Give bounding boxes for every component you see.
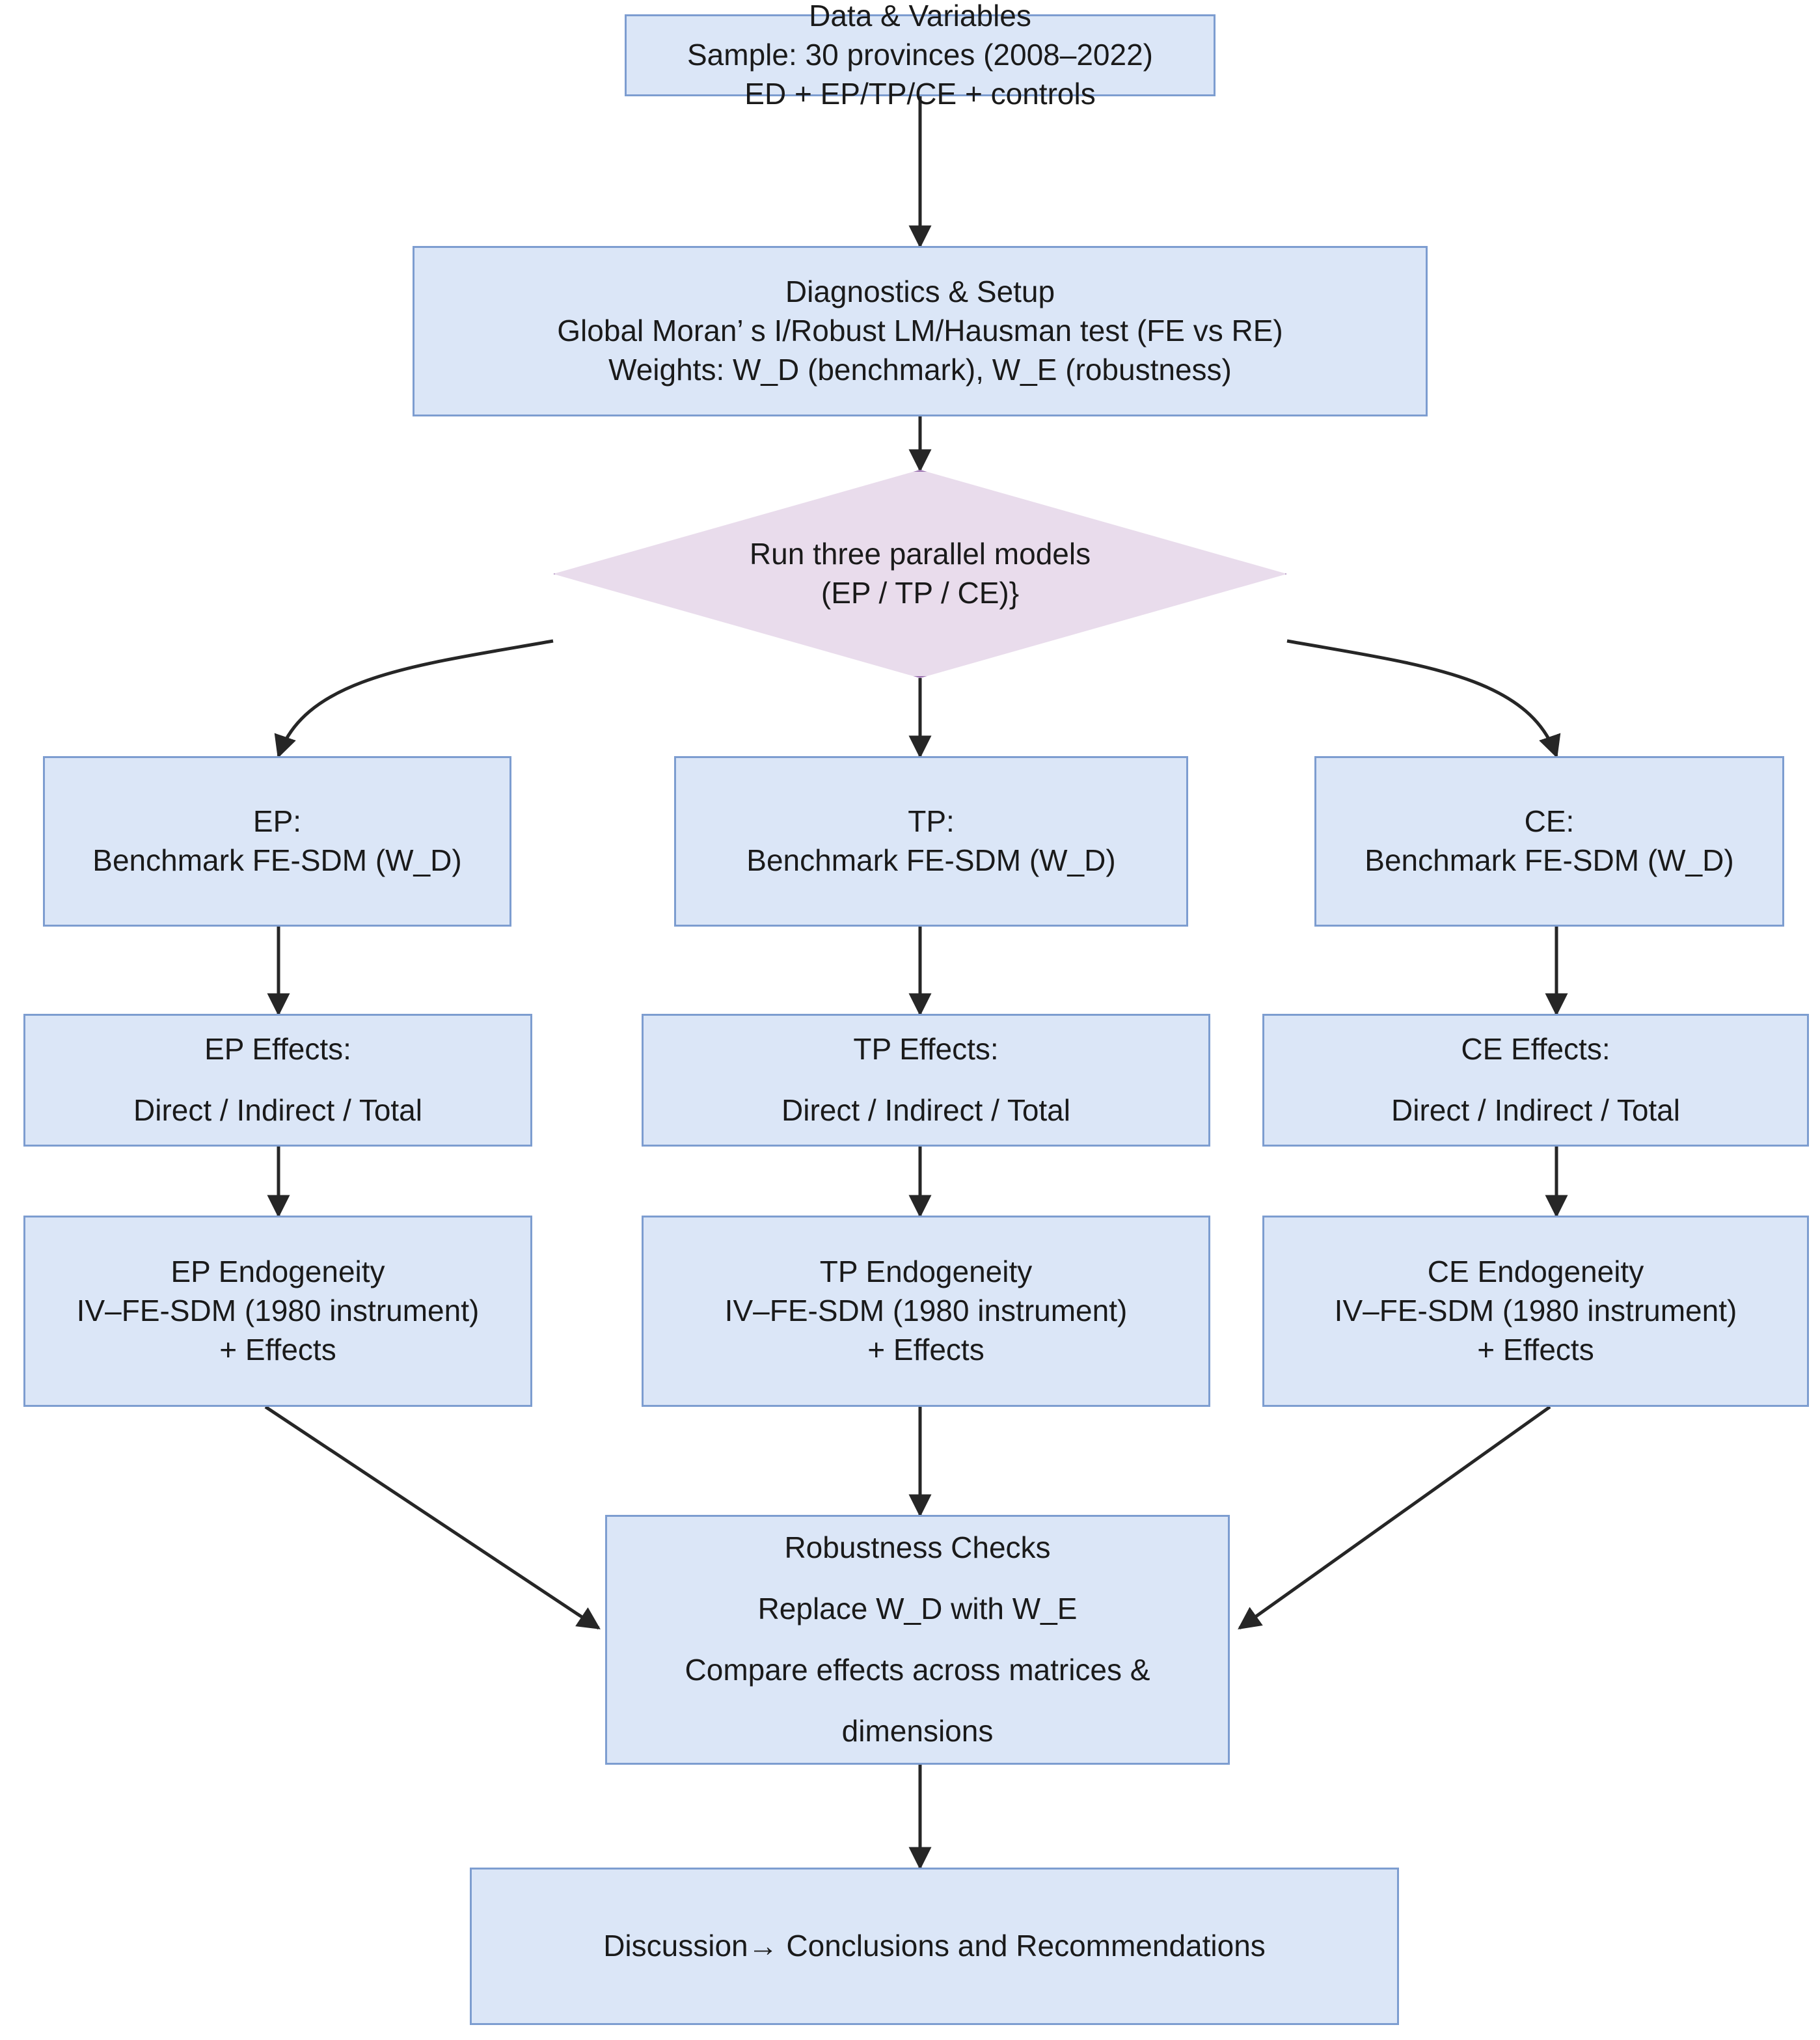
edge-models-to-ep (274, 639, 554, 759)
node-line: CE: (1524, 804, 1575, 839)
node-line: Benchmark FE-SDM (W_D) (1365, 843, 1734, 877)
node-line: IV–FE-SDM (1980 instrument) (76, 1294, 480, 1328)
node-line: Weights: W_D (benchmark), W_E (robustnes… (608, 352, 1232, 387)
node-line: TP: (908, 804, 955, 839)
node-line: Discussion→ Conclusions and Recommendati… (603, 1929, 1266, 1963)
node-line: EP Effects: (204, 1032, 351, 1067)
node-line: TP Endogeneity (819, 1255, 1033, 1289)
node-diagnostics-setup[interactable]: Diagnostics & Setup Global Moran’ s I/Ro… (413, 246, 1428, 416)
node-line: IV–FE-SDM (1980 instrument) (1334, 1294, 1737, 1328)
node-conclusions[interactable]: Discussion→ Conclusions and Recommendati… (470, 1868, 1399, 2025)
node-line: Benchmark FE-SDM (W_D) (92, 843, 462, 877)
node-data-variables[interactable]: Data & Variables Sample: 30 provinces (2… (625, 0, 1216, 111)
node-tp-benchmark[interactable]: TP: Benchmark FE-SDM (W_D) (674, 756, 1188, 927)
node-ce-benchmark[interactable]: CE: Benchmark FE-SDM (W_D) (1314, 756, 1784, 927)
node-tp-effects[interactable]: TP Effects: Direct / Indirect / Total (642, 1014, 1210, 1147)
node-line: Global Moran’ s I/Robust LM/Hausman test… (557, 314, 1283, 348)
edge-ce-endogeneity-to-robustness (1238, 1405, 1551, 1630)
node-run-three-parallel-models[interactable]: Run three parallel models (EP / TP / CE)… (553, 470, 1287, 678)
node-line: Sample: 30 provinces (2008–2022) (686, 38, 1153, 72)
node-line: Robustness Checks (784, 1530, 1051, 1565)
node-robustness-checks[interactable]: Robustness Checks Replace W_D with W_E C… (605, 1515, 1230, 1765)
node-line: Direct / Indirect / Total (133, 1093, 422, 1127)
node-line: Compare effects across matrices & (685, 1653, 1150, 1687)
node-line: EP Endogeneity (170, 1255, 385, 1289)
node-line: Direct / Indirect / Total (1391, 1093, 1680, 1127)
node-tp-endogeneity[interactable]: TP Endogeneity IV–FE-SDM (1980 instrumen… (642, 1216, 1210, 1407)
node-line: + Effects (219, 1332, 336, 1367)
edge-models-to-ce (1286, 639, 1561, 759)
node-line: (EP / TP / CE)} (821, 576, 1020, 610)
node-ep-endogeneity[interactable]: EP Endogeneity IV–FE-SDM (1980 instrumen… (23, 1216, 532, 1407)
node-line: + Effects (867, 1332, 985, 1367)
node-line: Data & Variables (809, 0, 1031, 33)
node-line: ED + EP/TP/CE + controls (744, 76, 1096, 111)
node-line: CE Effects: (1461, 1032, 1610, 1067)
node-line: CE Endogeneity (1427, 1255, 1644, 1289)
node-line: TP Effects: (853, 1032, 999, 1067)
node-line: EP: (252, 804, 302, 839)
edge-ep-endogeneity-to-robustness (264, 1405, 601, 1630)
node-ce-effects[interactable]: CE Effects: Direct / Indirect / Total (1262, 1014, 1809, 1147)
node-line: + Effects (1477, 1332, 1594, 1367)
node-line: Benchmark FE-SDM (W_D) (746, 843, 1116, 877)
node-line: dimensions (841, 1713, 994, 1748)
node-ep-benchmark[interactable]: EP: Benchmark FE-SDM (W_D) (43, 756, 511, 927)
node-ep-effects[interactable]: EP Effects: Direct / Indirect / Total (23, 1014, 532, 1147)
node-line: Replace W_D with W_E (757, 1592, 1078, 1626)
node-line: Direct / Indirect / Total (781, 1093, 1070, 1127)
node-ce-endogeneity[interactable]: CE Endogeneity IV–FE-SDM (1980 instrumen… (1262, 1216, 1809, 1407)
node-line: IV–FE-SDM (1980 instrument) (724, 1294, 1128, 1328)
node-line: Run three parallel models (749, 537, 1091, 571)
node-line: Diagnostics & Setup (785, 275, 1055, 309)
